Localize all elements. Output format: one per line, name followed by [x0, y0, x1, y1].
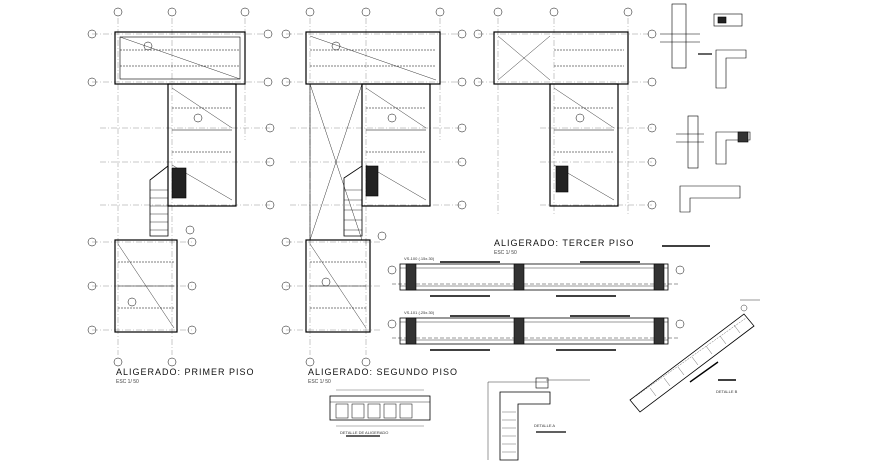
plan-tercer-piso — [473, 7, 657, 215]
beam-label-vs100: VS-100 (.15x.30) — [404, 256, 435, 261]
plan-primer-piso — [87, 7, 275, 367]
scale-tercer-piso: ESC 1/ 50 — [494, 250, 517, 256]
slab-section-detail — [329, 389, 431, 437]
label-detalle-aligerado: DETALLE DE ALIGERADO — [340, 430, 389, 435]
title-segundo-piso: ALIGERADO: SEGUNDO PISO — [308, 367, 459, 377]
scale-segundo-piso: ESC 1/ 50 — [308, 379, 331, 385]
title-tercer-piso: ALIGERADO: TERCER PISO — [494, 238, 635, 248]
label-detalle-a: DETALLE A — [534, 423, 556, 428]
plan-segundo-piso — [281, 7, 467, 367]
beam-vs100 — [387, 261, 685, 297]
stair-slab-detail — [629, 299, 760, 413]
beam-elevations — [387, 261, 685, 351]
beam-vs101 — [387, 315, 685, 351]
beam-label-vs101: VS-101 (.25x.30) — [404, 310, 435, 315]
label-detalle-b: DETALLE B — [716, 389, 738, 394]
column-details — [660, 3, 751, 247]
title-primer-piso: ALIGERADO: PRIMER PISO — [116, 367, 255, 377]
detail-a — [487, 377, 590, 461]
scale-primer-piso: ESC 1/ 50 — [116, 379, 139, 385]
